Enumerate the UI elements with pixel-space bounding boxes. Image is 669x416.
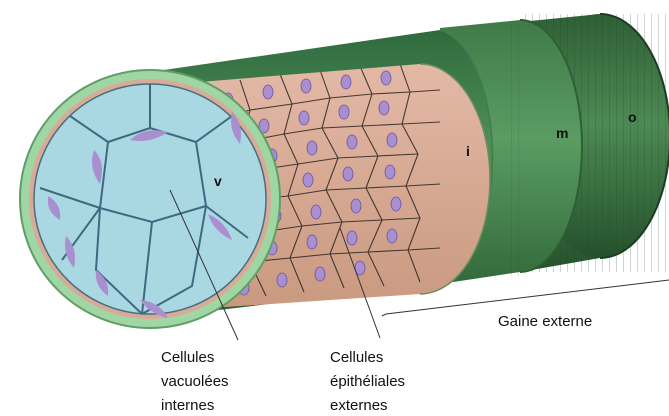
cut-face xyxy=(20,70,280,328)
label-v: v xyxy=(214,173,222,189)
caption-vacuolated-line1: Cellules xyxy=(161,349,214,366)
caption-vacuolated-line3: internes xyxy=(161,397,214,414)
label-i: i xyxy=(466,143,470,159)
caption-epithelial-line2: épithéliales xyxy=(330,373,405,390)
caption-epithelial-line3: externes xyxy=(330,397,388,414)
caption-epithelial-line1: Cellules xyxy=(330,349,383,366)
caption-vacuolated-line2: vacuolées xyxy=(161,373,229,390)
label-m: m xyxy=(556,125,568,141)
caption-gaine-externe: Gaine externe xyxy=(498,313,592,330)
label-o: o xyxy=(628,109,637,125)
